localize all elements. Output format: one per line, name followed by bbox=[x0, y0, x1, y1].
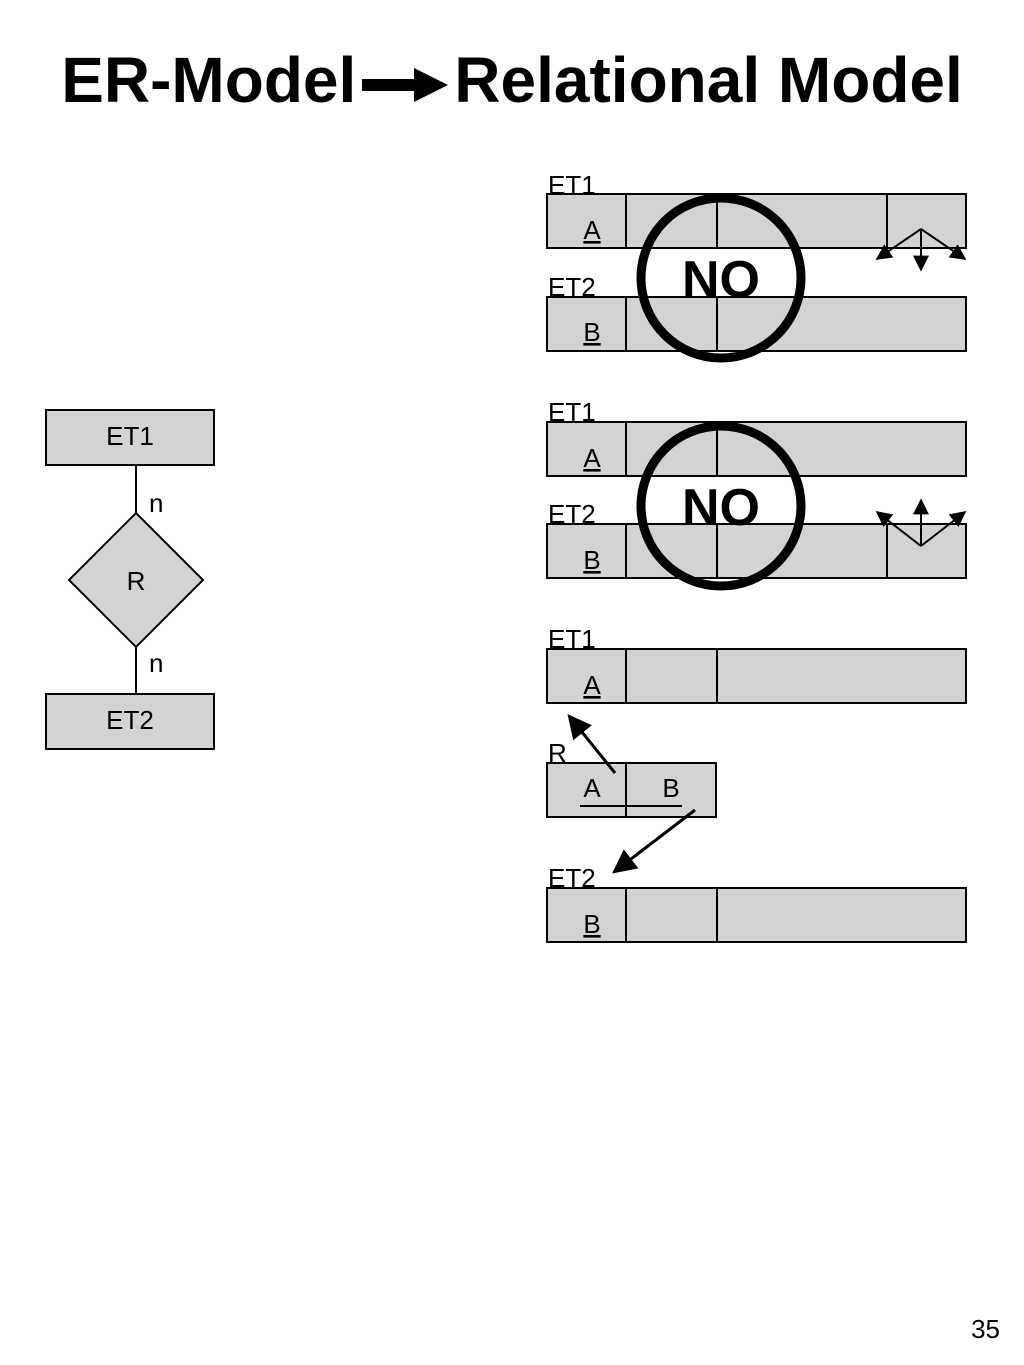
variant1-group: ET1 A ET2 B NO bbox=[546, 170, 967, 363]
er-cardinality-top: n bbox=[149, 488, 163, 518]
variant2-table1-key: A bbox=[583, 443, 601, 473]
variant1-no-circle bbox=[636, 193, 806, 363]
right-arrow-icon bbox=[362, 68, 449, 103]
er-cardinality-bottom: n bbox=[149, 648, 163, 678]
variant3-relation-key-a: A bbox=[583, 773, 601, 803]
slide-title: ER-Model Relational Model bbox=[0, 40, 1024, 120]
er-diagram: ET1 R n n ET2 bbox=[45, 409, 215, 750]
er-entity-et1 bbox=[45, 409, 215, 466]
er-relationship-diamond bbox=[67, 511, 205, 649]
er-relationship-label: R bbox=[127, 566, 146, 596]
variant2-table2-key: B bbox=[583, 545, 600, 575]
variant3-table1 bbox=[546, 648, 967, 704]
variant1-multi-arrow bbox=[875, 228, 967, 272]
variant3-relation-name: R bbox=[548, 738, 567, 768]
page-number: 35 bbox=[971, 1314, 1000, 1344]
variant1-table2 bbox=[546, 296, 967, 352]
variant2-group: ET1 A ET2 B NO bbox=[546, 397, 967, 591]
title-relational-model: Relational Model bbox=[454, 44, 963, 116]
variant2-multi-arrow bbox=[875, 498, 967, 547]
title-er-model: ER-Model bbox=[61, 44, 357, 116]
variant3-fk-arrow-to-et2 bbox=[612, 808, 696, 874]
variant3-fk-arrow-to-et1 bbox=[567, 714, 617, 774]
er-entity-et2 bbox=[45, 693, 215, 750]
variant2-no-verdict: NO bbox=[682, 479, 760, 537]
variant3-group: ET1 A R A B ET2 B bbox=[546, 624, 967, 943]
variant2-table1 bbox=[546, 421, 967, 477]
variant1-table1-key: A bbox=[583, 215, 601, 245]
variant3-relation-table bbox=[546, 762, 717, 818]
variant3-table2 bbox=[546, 887, 967, 943]
variant2-table2 bbox=[546, 523, 967, 579]
variant1-table2-key: B bbox=[583, 317, 600, 347]
er-entity-et2-label: ET2 bbox=[106, 705, 154, 735]
variant1-no-verdict: NO bbox=[682, 251, 760, 309]
variant3-table1-key: A bbox=[583, 670, 601, 700]
variant3-table2-key: B bbox=[583, 909, 600, 939]
er-entity-et1-label: ET1 bbox=[106, 421, 154, 451]
variant2-no-circle bbox=[636, 421, 806, 591]
variant3-relation-key-b: B bbox=[662, 773, 679, 803]
